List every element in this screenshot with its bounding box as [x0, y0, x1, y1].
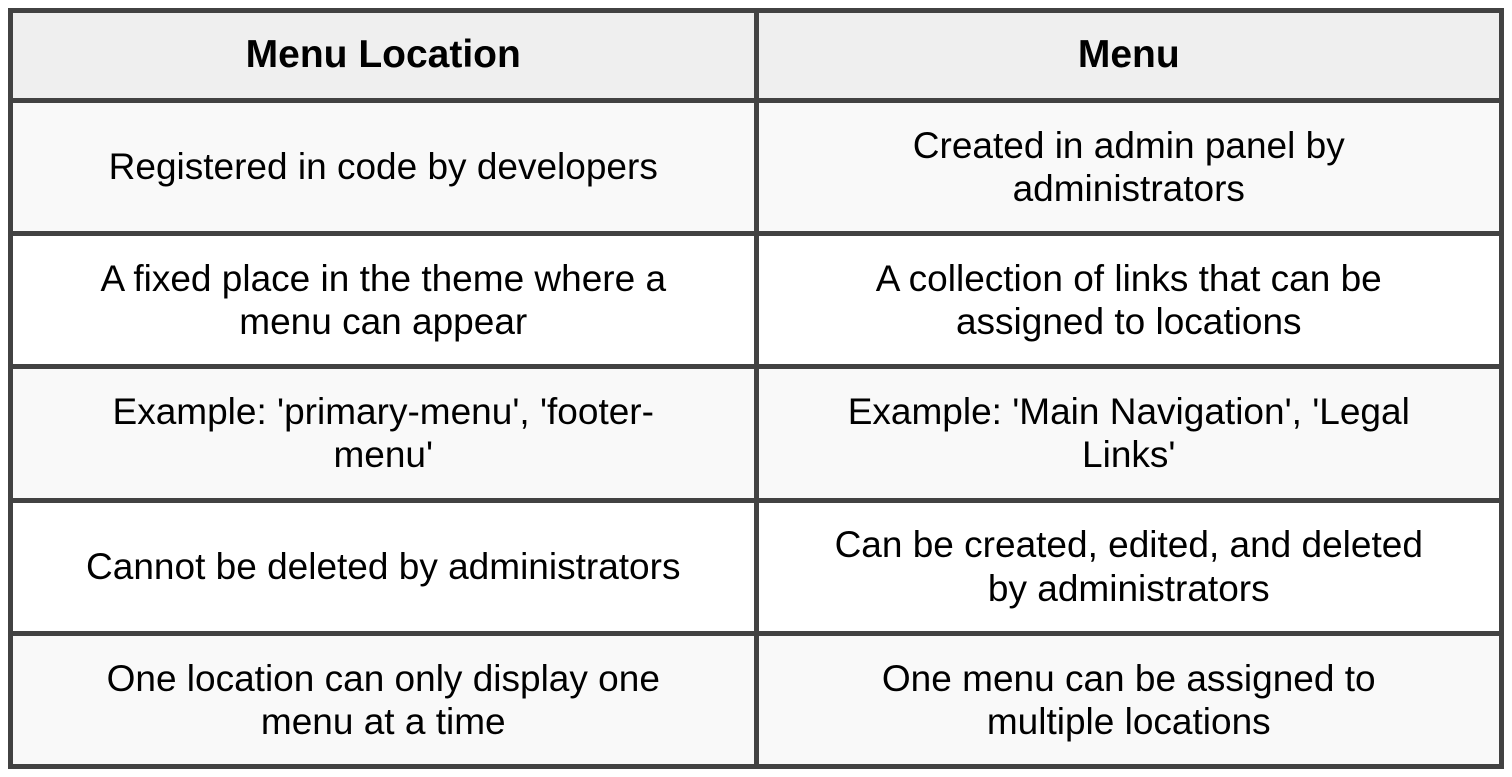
menu-cell: Example: 'Main Navigation', 'Legal Links…: [753, 364, 1504, 503]
menu-cell: A collection of links that can be assign…: [753, 231, 1504, 370]
column-header-menu: Menu: [753, 8, 1504, 103]
menu-location-cell: Registered in code by developers: [8, 97, 759, 237]
table-row: Cannot be deleted by administrators Can …: [8, 497, 1504, 636]
table-row: One location can only display one menu a…: [8, 630, 1504, 770]
menu-location-cell: Example: 'primary-menu', 'footer- menu': [8, 364, 759, 503]
table-row: Example: 'primary-menu', 'footer- menu' …: [8, 364, 1504, 503]
menu-location-cell: One location can only display one menu a…: [8, 630, 759, 770]
table-row: A fixed place in the theme where a menu …: [8, 231, 1504, 370]
menu-comparison-table: Menu Location Menu Registered in code by…: [8, 8, 1504, 770]
menu-cell: Created in admin panel by administrators: [753, 97, 1504, 237]
table-row: Registered in code by developers Created…: [8, 97, 1504, 237]
menu-location-cell: A fixed place in the theme where a menu …: [8, 231, 759, 370]
menu-location-cell: Cannot be deleted by administrators: [8, 497, 759, 636]
column-header-menu-location: Menu Location: [8, 8, 759, 103]
menu-cell: One menu can be assigned to multiple loc…: [753, 630, 1504, 770]
header-row: Menu Location Menu: [8, 8, 1504, 103]
menu-cell: Can be created, edited, and deleted by a…: [753, 497, 1504, 636]
